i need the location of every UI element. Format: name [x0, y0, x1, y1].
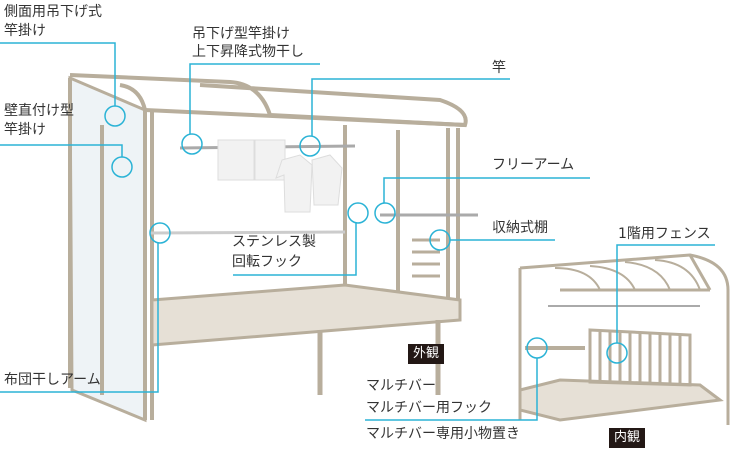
label-stainless-hook-line2: 回転フック [232, 254, 302, 270]
leader-lines [0, 42, 715, 421]
label-stainless-hook-line1: ステンレス製 [232, 234, 316, 250]
interior-unit-drawing [518, 253, 730, 425]
label-multibar-line2: マルチバー用フック [366, 400, 492, 416]
label-storage-shelf: 収納式棚 [492, 220, 548, 236]
label-multibar-line3: マルチバー専用小物置き [366, 426, 520, 442]
label-fence: 1階用フェンス [618, 226, 711, 242]
label-hanging-type-line1: 吊下げ型竿掛け [192, 26, 290, 42]
label-multibar-line1: マルチバー [366, 378, 436, 394]
label-hanging-type-line2: 上下昇降式物干し [192, 44, 304, 60]
label-pole: 竿 [492, 60, 506, 76]
label-wall-mount-line1: 壁直付け型 [4, 103, 74, 119]
exterior-unit-drawing [68, 73, 478, 423]
label-side-hanging-line2: 竿掛け [4, 23, 46, 39]
label-futon-arm: 布団干しアーム [4, 372, 101, 388]
laundry-drawing [217, 139, 343, 213]
interior-badge: 内観 [609, 428, 646, 448]
label-free-arm: フリーアーム [492, 157, 575, 173]
label-wall-mount-line2: 竿掛け [4, 122, 46, 138]
label-side-hanging-line1: 側面用吊下げ式 [4, 4, 102, 20]
exterior-badge: 外観 [408, 344, 445, 364]
